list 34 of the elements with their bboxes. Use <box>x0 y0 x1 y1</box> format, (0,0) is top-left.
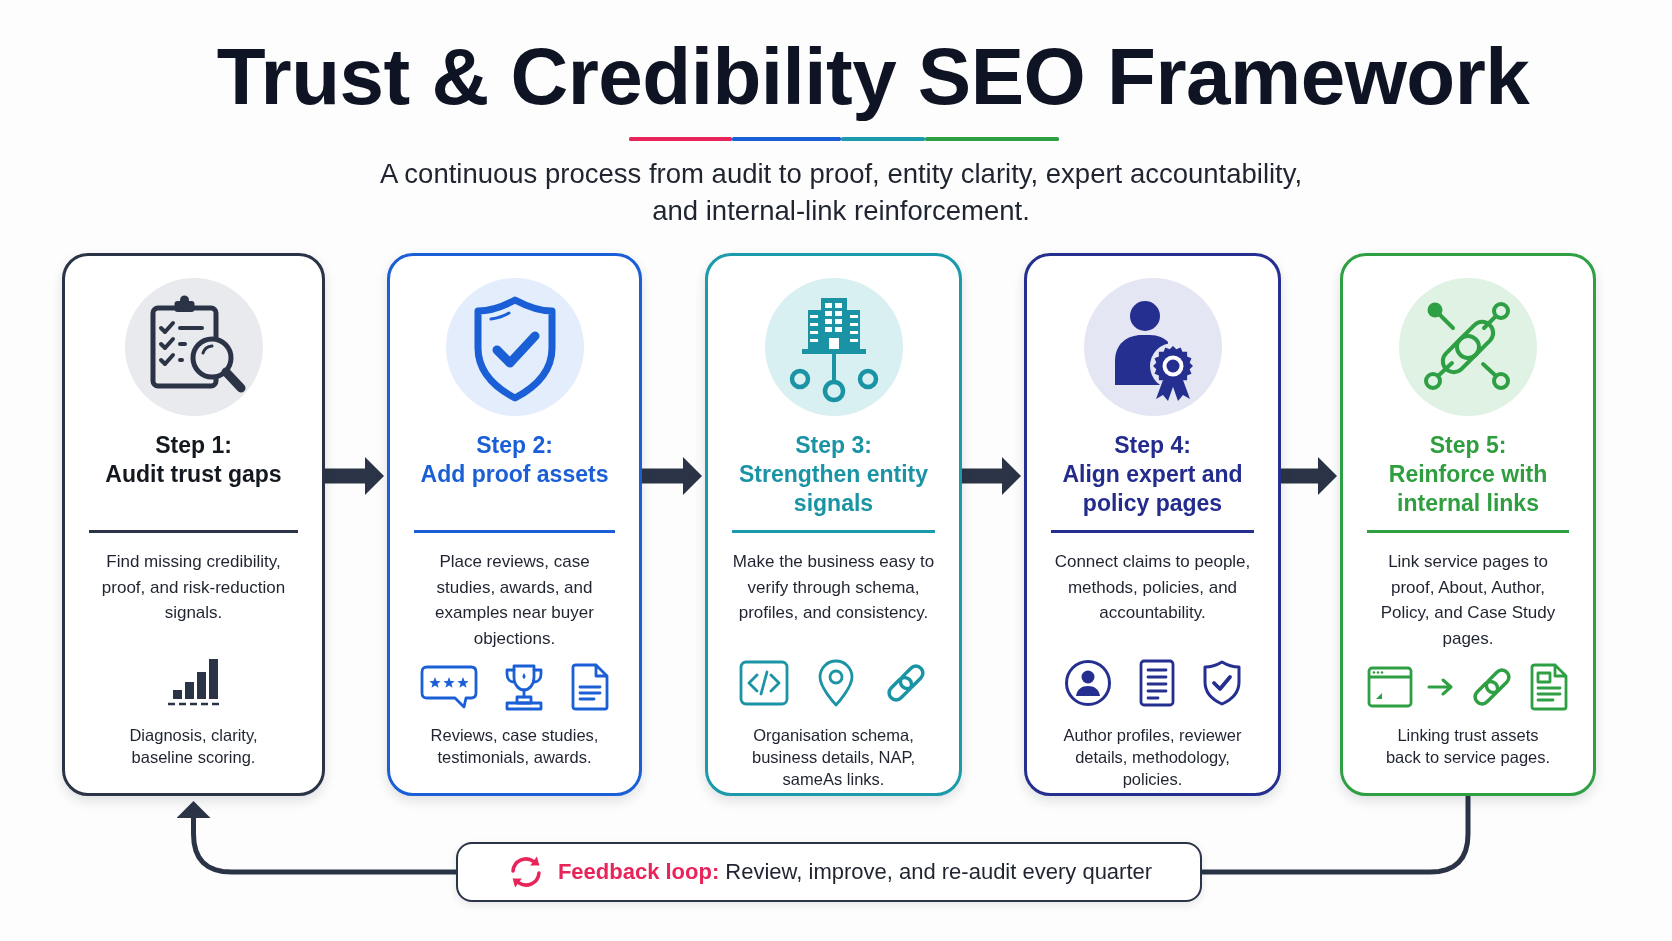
subtitle: A continuous process from audit to proof, entity clarity, expert accountability, and internal-link reinforcement. <box>378 157 1304 228</box>
step-description: Make the business easy to verify through schema, profiles, and consistency. <box>731 551 936 624</box>
block-arrow <box>642 457 702 495</box>
step-note: Diagnosis, clarity, baseline scoring. <box>128 725 259 768</box>
step-card <box>705 253 962 796</box>
step-card <box>62 253 325 796</box>
step-card <box>1024 253 1281 796</box>
step-title: Align expert and policy pages <box>1061 460 1244 518</box>
loop-arrow <box>176 801 456 875</box>
step-card <box>387 253 642 796</box>
feedback-text: Feedback loop: Review, improve, and re-audit every quarter <box>557 859 1153 885</box>
step-number: Step 1: <box>155 431 232 460</box>
step-number: Step 2: <box>476 431 553 460</box>
step-note: Organisation schema, business details, NAP, sameAs links. <box>751 725 916 790</box>
step-description: Link service pages to proof, About, Author, Policy, and Case Study pages. <box>1379 551 1557 650</box>
step-description: Connect claims to people, methods, policies, and accountability. <box>1053 551 1252 624</box>
step-description: Place reviews, case studies, awards, and examples near buyer objections. <box>434 551 595 650</box>
step-title: Reinforce with internal links <box>1387 460 1549 518</box>
step-title: Strengthen entity signals <box>737 460 930 518</box>
block-arrow <box>325 457 384 495</box>
block-arrow <box>1281 457 1337 495</box>
step-number: Step 5: <box>1429 431 1507 460</box>
step-note: Linking trust assets back to service pages. <box>1384 725 1552 768</box>
step-number: Step 3: <box>795 431 872 460</box>
step-note: Author profiles, reviewer details, methodology, policies. <box>1062 725 1243 790</box>
step-note: Reviews, case studies, testimonials, awards. <box>429 725 600 768</box>
loop-line <box>1202 796 1471 875</box>
step-number: Step 4: <box>1114 431 1191 460</box>
feedback-box <box>456 842 1202 902</box>
block-arrow <box>962 457 1021 495</box>
step-title: Audit trust gaps <box>105 460 282 489</box>
step-description: Find missing credibility, proof, and risk-reduction signals. <box>100 551 287 624</box>
step-card <box>1340 253 1596 796</box>
step-title: Add proof assets <box>420 460 609 489</box>
